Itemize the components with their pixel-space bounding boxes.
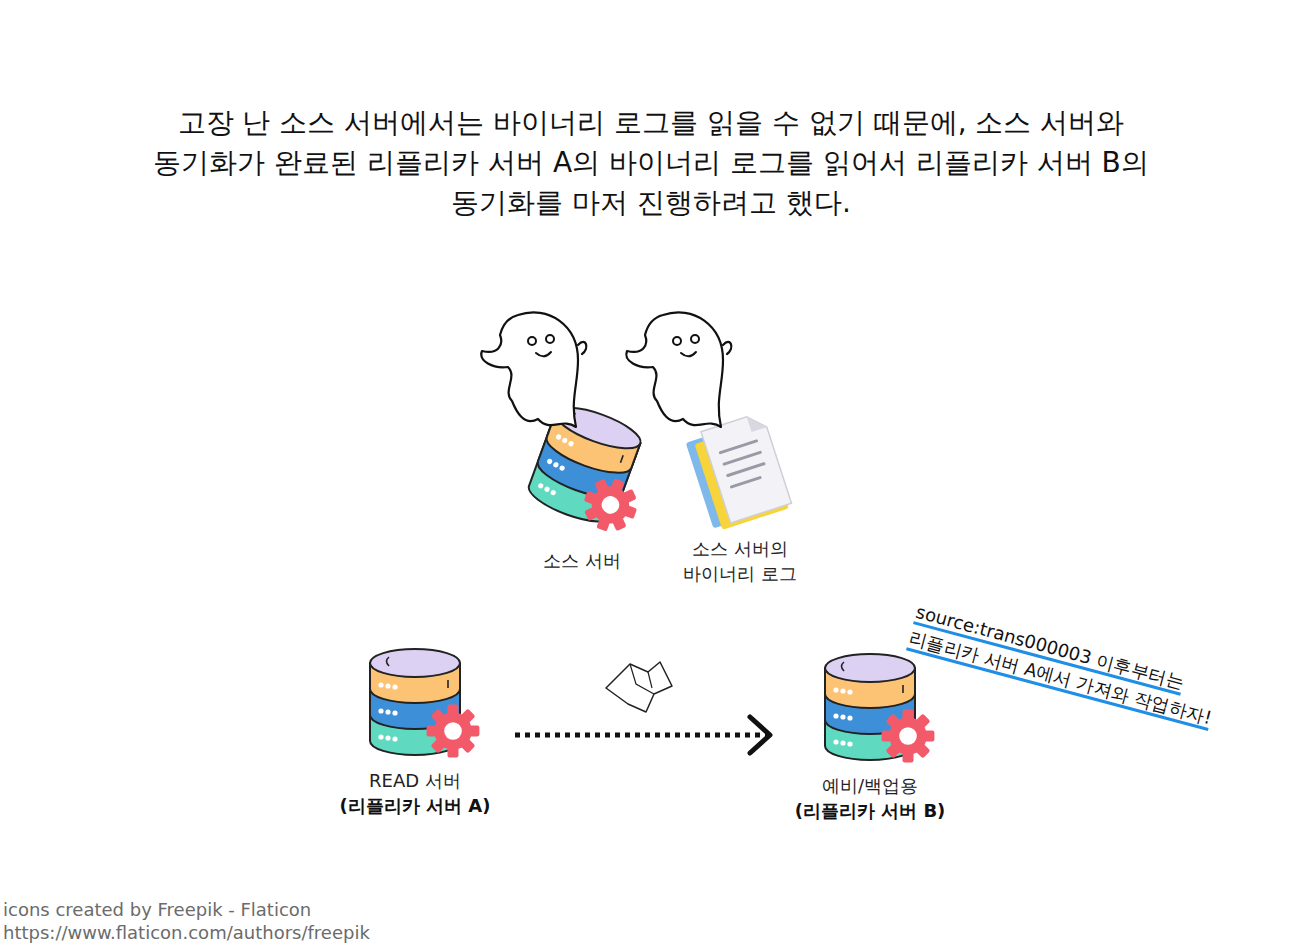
title-text: 고장 난 소스 서버에서는 바이너리 로그를 읽을 수 없기 때문에, 소스 서… xyxy=(131,103,1171,223)
node-label: 예비/백업용 xyxy=(822,773,918,798)
dotted-line xyxy=(515,733,767,738)
dotted-arrow xyxy=(515,717,770,753)
note-text: source:trans000003 이후부터는 리플리카 서버 A에서 가져와… xyxy=(906,598,1253,739)
credit-text: icons created by Freepik - Flaticon xyxy=(3,899,311,921)
server-node: READ 서버(리플리카 서버 A) xyxy=(315,640,515,818)
server-node: 소스 서버의 바이너리 로그 xyxy=(670,420,810,586)
node-label: READ 서버 xyxy=(369,768,461,793)
node-label: 소스 서버의 바이너리 로그 xyxy=(680,536,800,586)
node-sublabel: (리플리카 서버 A) xyxy=(340,793,491,818)
arrow-head xyxy=(750,717,770,753)
server-node: 소스 서버 xyxy=(512,420,652,573)
node-label: 소스 서버 xyxy=(543,548,621,573)
node-sublabel: (리플리카 서버 B) xyxy=(795,798,946,823)
server-node: 예비/백업용(리플리카 서버 B) xyxy=(770,645,970,823)
credit-text: https://www.flaticon.com/authors/freepik xyxy=(3,922,370,944)
